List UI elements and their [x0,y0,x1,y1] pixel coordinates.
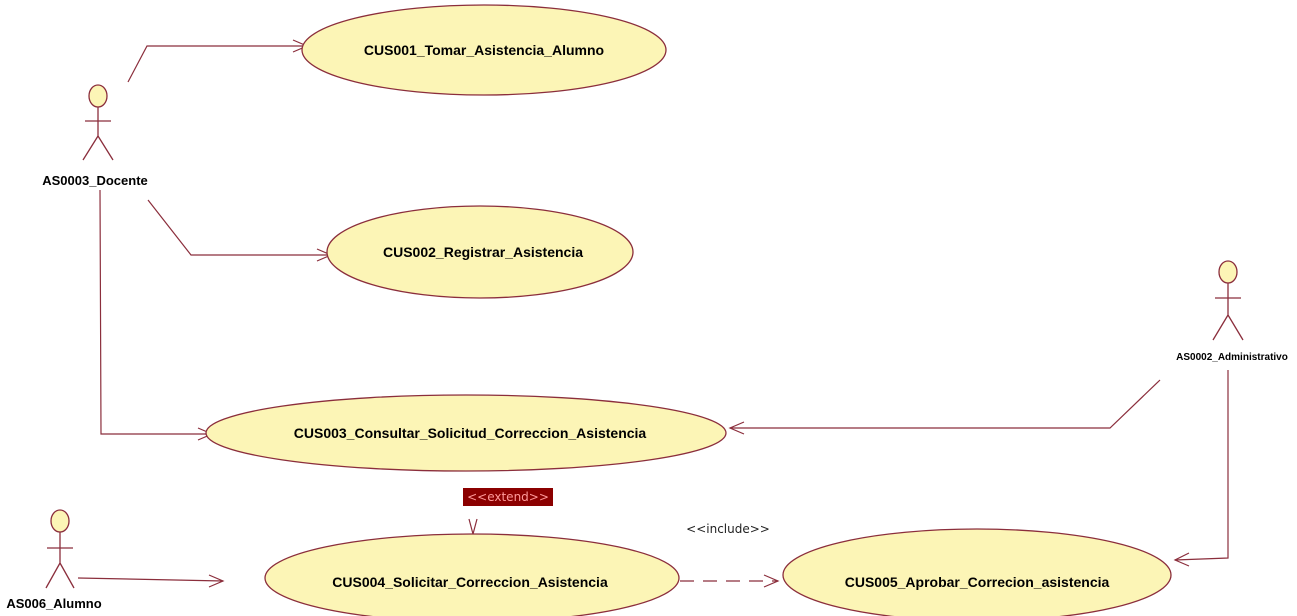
use-case-cus002[interactable]: CUS002_Registrar_Asistencia [326,205,634,299]
association-docente-cus001 [127,39,309,83]
actor-docente[interactable]: AS0003_Docente [42,84,148,188]
association-docente-cus002 [147,199,333,262]
include-dependency-cus004-cus005 [680,574,780,588]
include-stereotype-label: <<include>> [686,522,770,536]
actor-administrativo-label: AS0002_Administrativo [1176,352,1288,363]
actor-docente-label: AS0003_Docente [42,173,148,188]
use-case-cus003-label: CUS003_Consultar_Solicitud_Correccion_As… [294,425,647,441]
use-case-cus001[interactable]: CUS001_Tomar_Asistencia_Alumno [301,4,667,96]
use-case-cus002-label: CUS002_Registrar_Asistencia [383,244,583,260]
association-docente-cus003 [99,189,214,441]
actor-docente-figure-icon [82,84,114,161]
extend-stereotype: <<extend>> [463,488,553,506]
association-administrativo-cus003 [728,379,1161,435]
use-case-cus005-label: CUS005_Aprobar_Correcion_asistencia [845,574,1110,590]
use-case-cus003[interactable]: CUS003_Consultar_Solicitud_Correccion_As… [205,394,727,472]
use-case-cus004-label: CUS004_Solicitar_Correccion_Asistencia [332,574,608,590]
extend-stereotype-label: <<extend>> [467,490,549,504]
actor-administrativo[interactable]: AS0002_Administrativo [1176,260,1288,363]
association-administrativo-cus005 [1173,370,1229,567]
use-case-cus005[interactable]: CUS005_Aprobar_Correcion_asistencia [782,528,1172,616]
association-alumno-cus004 [77,574,225,588]
actor-alumno[interactable]: AS006_Alumno [6,509,102,611]
extend-dependency-arrow [468,518,478,537]
actor-alumno-label: AS006_Alumno [6,596,101,611]
actor-alumno-figure-icon [45,509,75,589]
actor-administrativo-figure-icon [1212,260,1244,341]
use-case-cus001-label: CUS001_Tomar_Asistencia_Alumno [364,42,604,58]
use-case-cus004[interactable]: CUS004_Solicitar_Correccion_Asistencia [264,533,680,616]
